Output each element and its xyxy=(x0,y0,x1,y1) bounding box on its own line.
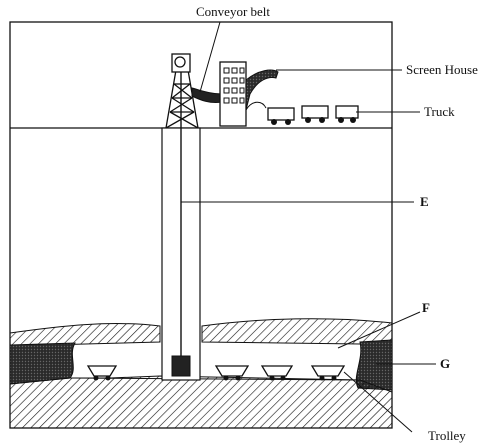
trolley-2 xyxy=(214,365,250,381)
label-e: E xyxy=(420,194,429,209)
truck-2 xyxy=(301,105,329,123)
leader-conveyor-belt xyxy=(199,21,221,93)
rock-layer-upper xyxy=(9,323,161,347)
leader-f xyxy=(337,311,421,349)
headframe-tower xyxy=(165,69,199,129)
label-screen-house: Screen House xyxy=(406,62,478,77)
trolley-4 xyxy=(310,365,346,381)
conveyor-belt xyxy=(191,87,223,103)
trolley-3 xyxy=(260,365,294,381)
truck-3 xyxy=(335,105,359,123)
rock-layer-upper-right xyxy=(201,318,393,345)
loading-chute xyxy=(245,69,279,111)
winding-wheel xyxy=(174,56,186,68)
label-truck: Truck xyxy=(424,104,455,119)
tunnel-floor xyxy=(69,377,361,381)
label-conveyor-belt: Conveyor belt xyxy=(196,4,270,19)
coal-seam-left xyxy=(9,342,76,385)
leader-trolley xyxy=(343,371,413,433)
chute-outlet xyxy=(245,101,267,111)
shaft-cage xyxy=(171,355,191,377)
rock-layer-floor xyxy=(9,375,393,429)
trolley-1 xyxy=(86,365,118,381)
truck-1 xyxy=(267,107,295,125)
label-trolley: Trolley xyxy=(428,428,466,443)
label-f: F xyxy=(422,300,430,315)
label-g: G xyxy=(440,356,450,371)
screen-house-windows xyxy=(223,67,245,104)
